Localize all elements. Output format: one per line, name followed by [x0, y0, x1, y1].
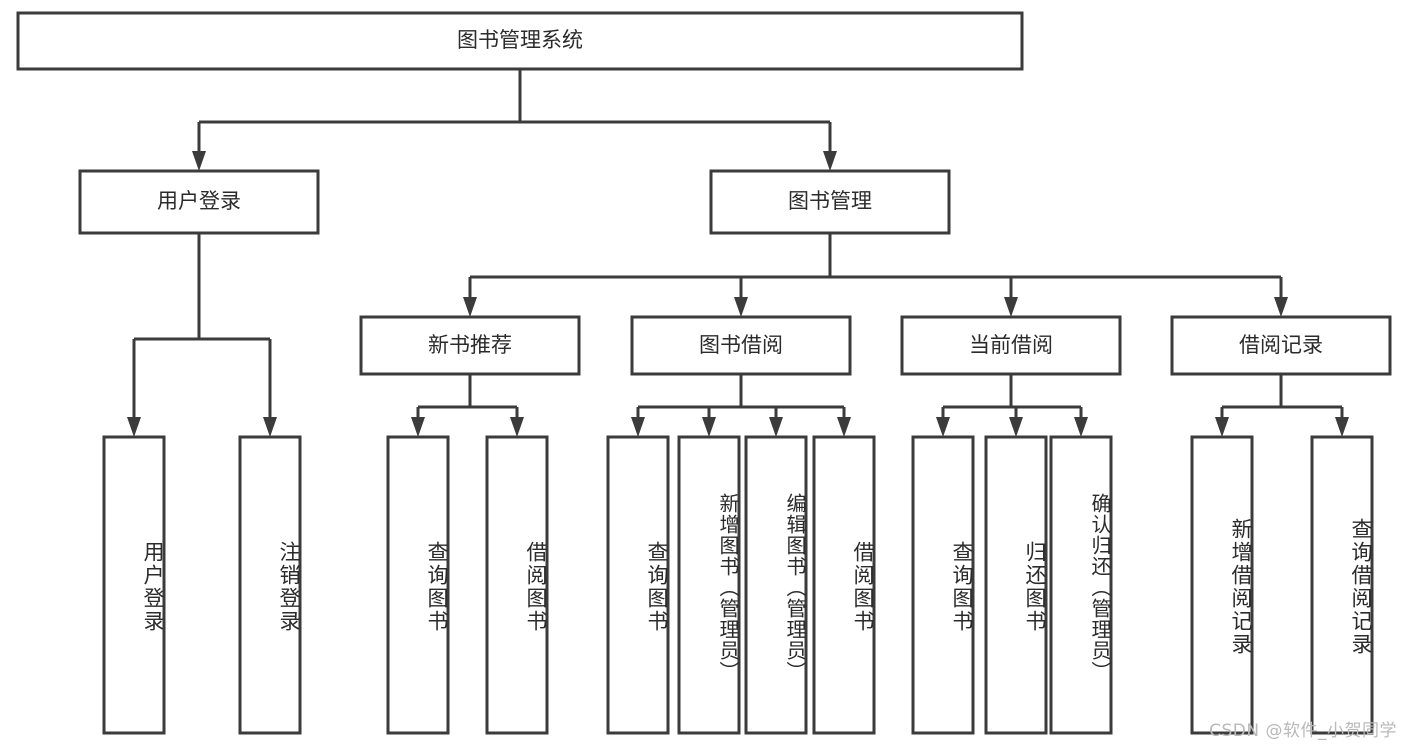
node-l3-0[interactable]	[361, 317, 579, 374]
node-box-l3-1[interactable]	[630, 315, 852, 376]
node-box-leaf-5[interactable]	[677, 435, 741, 735]
node-leaf-11[interactable]	[1192, 437, 1252, 733]
node-box-leaf-3[interactable]	[485, 435, 549, 735]
node-leaf-1[interactable]	[240, 437, 300, 733]
edge-arrowhead	[837, 417, 851, 437]
watermark-text: CSDN @软件_小贺同学	[1209, 721, 1397, 741]
edge-arrowhead	[510, 417, 524, 437]
node-leaf-10[interactable]	[1051, 437, 1111, 733]
node-box-leaf-12[interactable]	[1310, 435, 1374, 735]
node-leaf-9[interactable]	[986, 437, 1046, 733]
edge-arrowhead	[769, 417, 783, 437]
node-box-l3-3[interactable]	[1170, 315, 1392, 376]
edge-arrowhead	[1004, 297, 1018, 317]
edge-arrowhead	[734, 297, 748, 317]
node-box-leaf-9[interactable]	[984, 435, 1048, 735]
node-box-l2-0[interactable]	[78, 169, 320, 235]
node-leaf-7[interactable]	[814, 437, 874, 733]
node-box-root[interactable]	[16, 11, 1024, 71]
node-leaf-3[interactable]	[487, 437, 547, 733]
node-l2-1[interactable]	[711, 171, 949, 233]
nodes-layer	[16, 11, 1392, 735]
edge-arrowhead	[263, 417, 277, 437]
node-box-leaf-10[interactable]	[1049, 435, 1113, 735]
node-box-leaf-8[interactable]	[911, 435, 975, 735]
node-leaf-2[interactable]	[388, 437, 448, 733]
edge-arrowhead	[631, 417, 645, 437]
edge-arrowhead	[1215, 417, 1229, 437]
node-leaf-12[interactable]	[1312, 437, 1372, 733]
node-root[interactable]	[18, 13, 1022, 69]
edge-arrowhead	[1274, 297, 1288, 317]
node-box-leaf-2[interactable]	[386, 435, 450, 735]
node-box-l3-0[interactable]	[359, 315, 581, 376]
node-leaf-8[interactable]	[913, 437, 973, 733]
node-box-leaf-4[interactable]	[606, 435, 670, 735]
node-box-l3-2[interactable]	[900, 315, 1122, 376]
edge-arrowhead	[463, 297, 477, 317]
edge-arrowhead	[192, 151, 206, 171]
edge-arrowhead	[1074, 417, 1088, 437]
node-leaf-6[interactable]	[746, 437, 806, 733]
edge-arrowhead	[1335, 417, 1349, 437]
edge-arrowhead	[702, 417, 716, 437]
node-box-leaf-1[interactable]	[238, 435, 302, 735]
node-box-l2-1[interactable]	[709, 169, 951, 235]
node-l3-2[interactable]	[902, 317, 1120, 374]
node-leaf-5[interactable]	[679, 437, 739, 733]
node-box-leaf-0[interactable]	[102, 435, 166, 735]
edge-arrowhead	[823, 151, 837, 171]
node-box-leaf-6[interactable]	[744, 435, 808, 735]
node-box-leaf-7[interactable]	[812, 435, 876, 735]
node-leaf-4[interactable]	[608, 437, 668, 733]
node-box-leaf-11[interactable]	[1190, 435, 1254, 735]
node-l2-0[interactable]	[80, 171, 318, 233]
node-l3-1[interactable]	[632, 317, 850, 374]
node-l3-3[interactable]	[1172, 317, 1390, 374]
edge-arrowhead	[1009, 417, 1023, 437]
edge-arrowhead	[411, 417, 425, 437]
node-leaf-0[interactable]	[104, 437, 164, 733]
edge-arrowhead	[936, 417, 950, 437]
edges-layer	[127, 69, 1349, 437]
edge-arrowhead	[127, 417, 141, 437]
